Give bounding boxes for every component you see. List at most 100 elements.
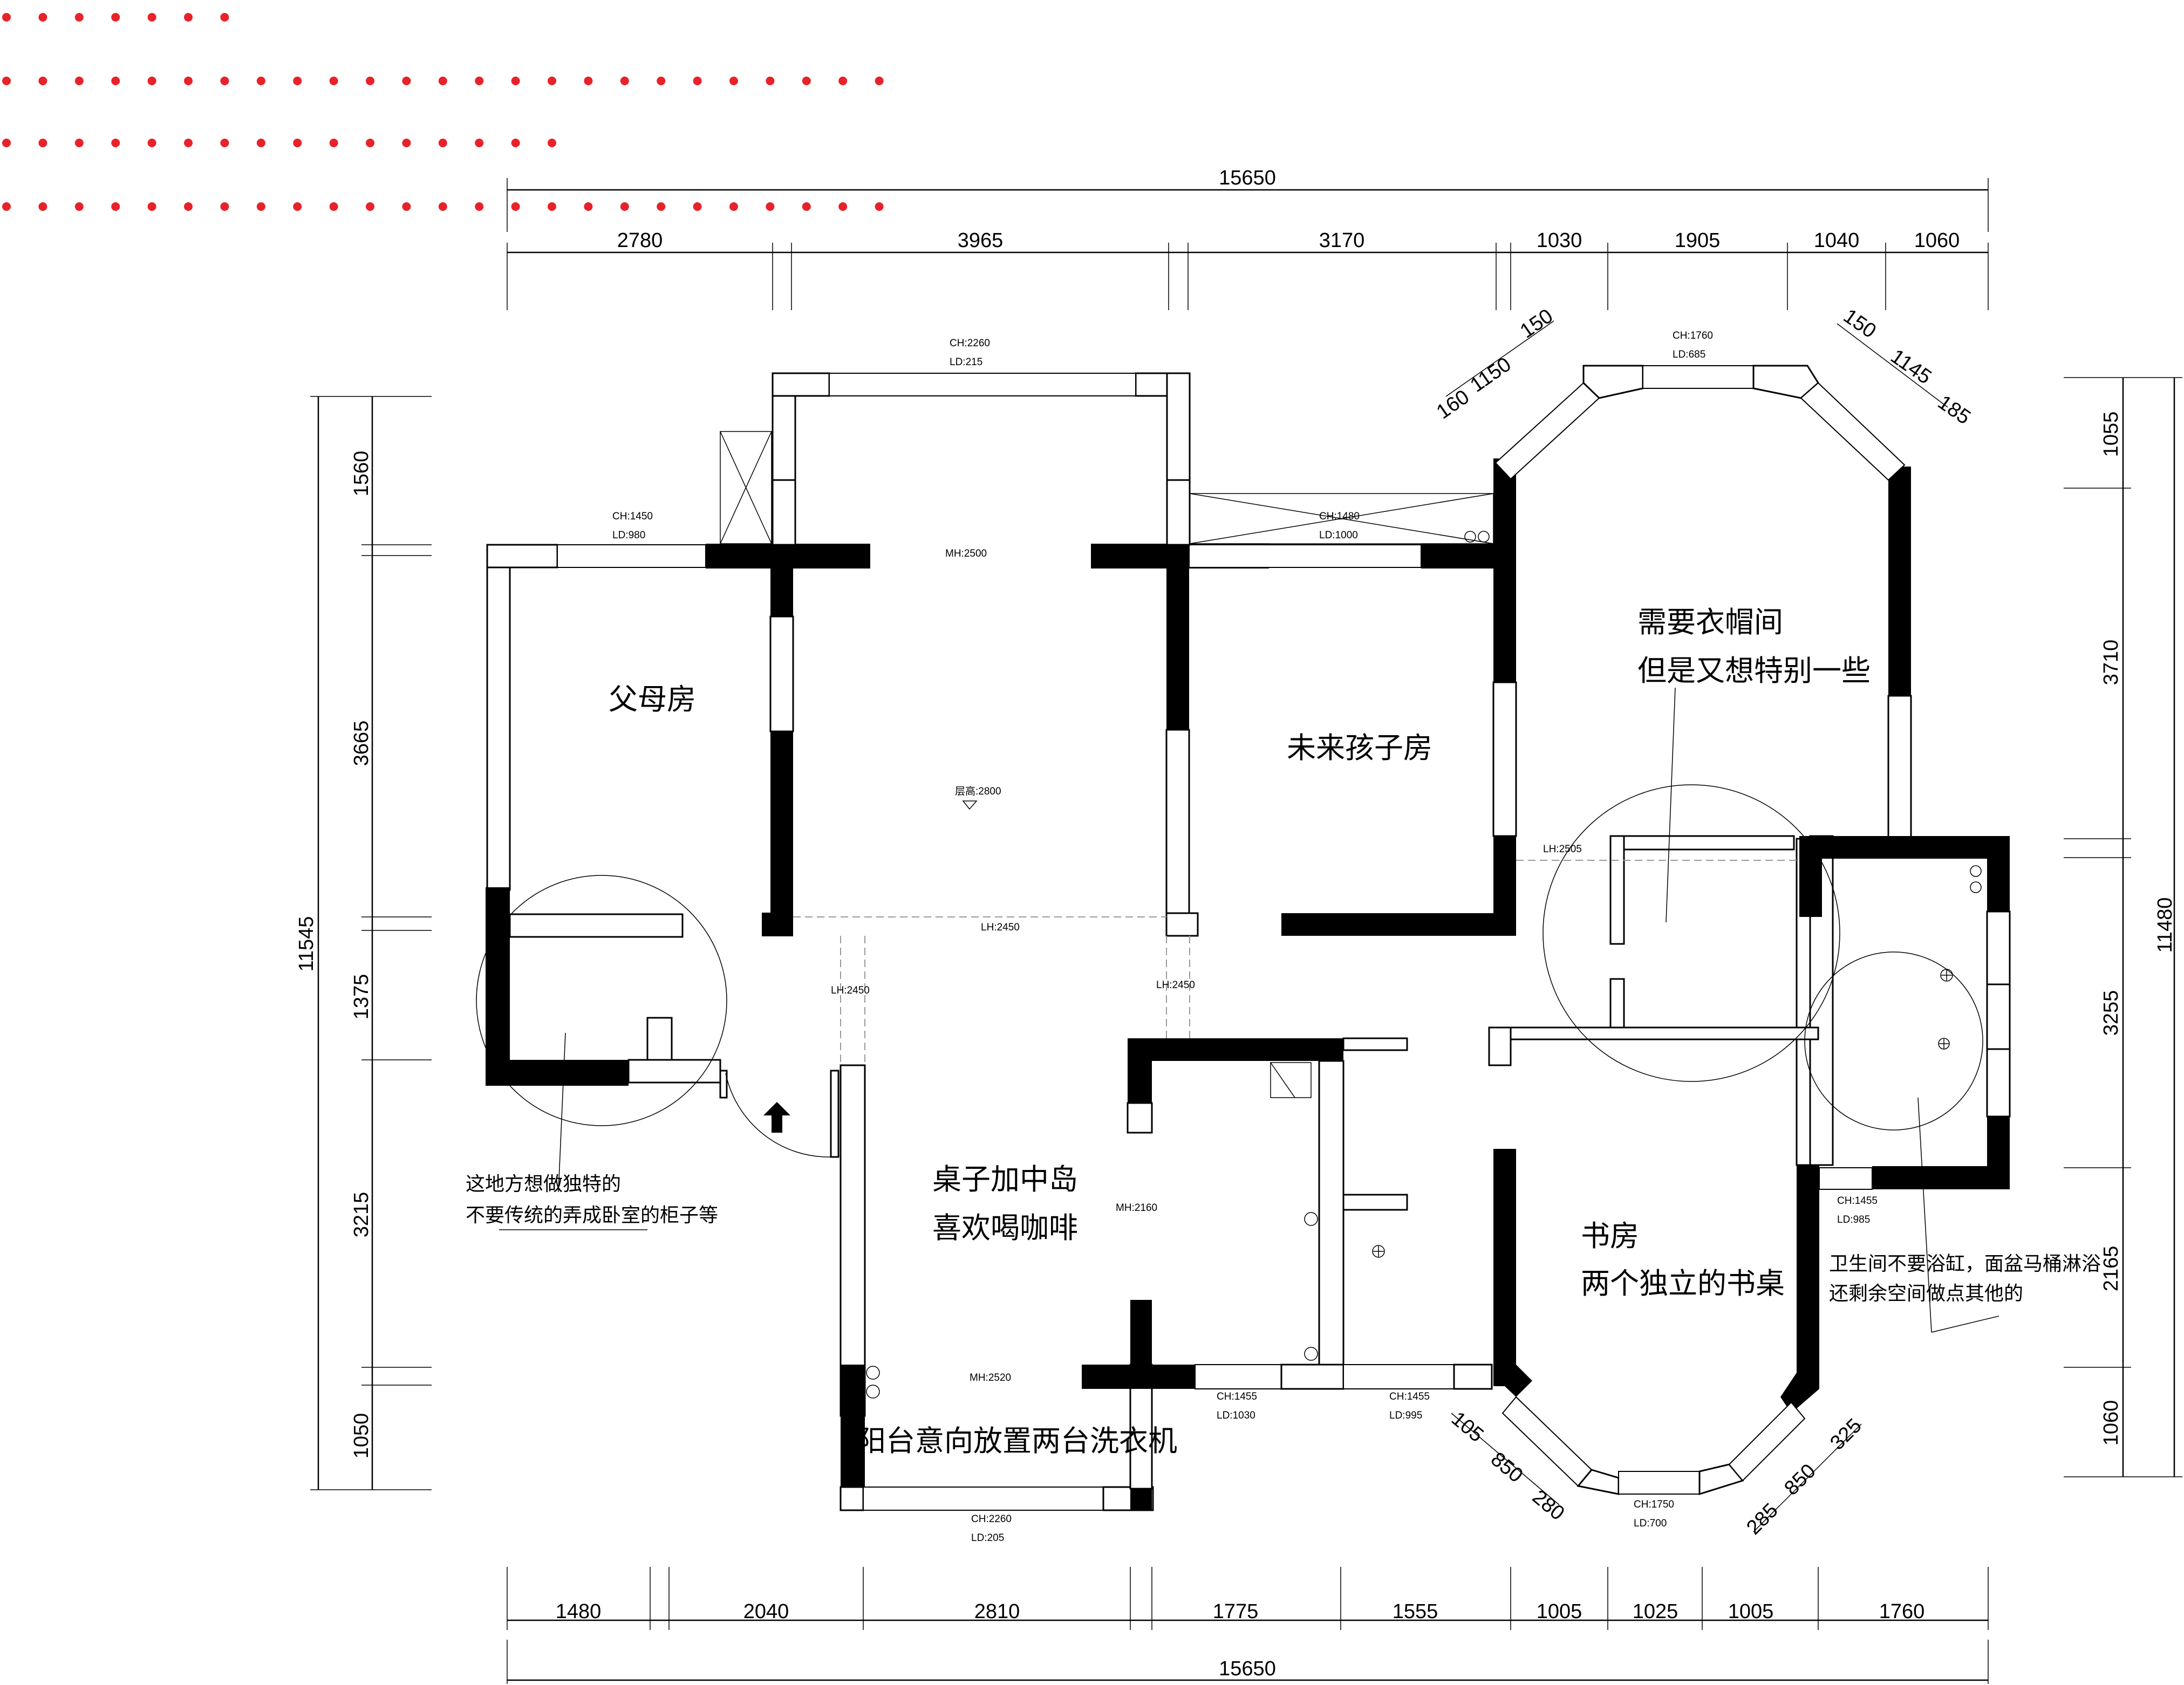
red-dot bbox=[147, 139, 156, 147]
red-dot bbox=[184, 77, 193, 85]
red-dot bbox=[366, 202, 374, 211]
decorative-red-dots bbox=[2, 13, 884, 211]
tag-win-balcony-b: LD:205 bbox=[971, 1532, 1004, 1544]
red-dot bbox=[220, 13, 229, 22]
dim-bottom-8: 1005 bbox=[1728, 1600, 1774, 1623]
dim-bay-tl-1: 160 bbox=[1432, 386, 1473, 424]
red-dot bbox=[402, 202, 411, 211]
room-labels: 父母房 未来孩子房 需要衣帽间 但是又想特别一些 桌子加中岛 喜欢喝咖啡 书房 … bbox=[609, 605, 1871, 1458]
dim-total-top: 15650 bbox=[1219, 167, 1276, 189]
red-dot bbox=[511, 202, 520, 211]
tag-win-balcony-a: CH:2260 bbox=[971, 1513, 1012, 1525]
red-dot bbox=[329, 77, 338, 85]
tag-bay-bottom-b: LD:700 bbox=[1634, 1518, 1667, 1529]
dim-bay-tl-2: 1150 bbox=[1466, 353, 1516, 397]
room-cloak-line1: 需要衣帽间 bbox=[1637, 605, 1783, 639]
red-dot bbox=[548, 77, 556, 85]
room-study-line1: 书房 bbox=[1581, 1219, 1639, 1253]
red-dot bbox=[438, 202, 447, 211]
red-dot bbox=[74, 139, 84, 147]
tag-win-parent-b: LD:980 bbox=[612, 530, 645, 541]
dim-top-3: 3170 bbox=[1319, 229, 1365, 252]
red-dot bbox=[147, 202, 156, 211]
dim-bottom-1: 1480 bbox=[556, 1600, 602, 1623]
red-dot bbox=[220, 77, 229, 85]
dim-bay-br-1: 285 bbox=[1742, 1499, 1783, 1539]
red-dot bbox=[548, 202, 556, 211]
dim-bay-tr-1: 150 bbox=[1839, 305, 1880, 343]
tag-win-bath-b: LD:985 bbox=[1837, 1214, 1870, 1225]
dim-bottom-2: 2040 bbox=[743, 1600, 789, 1623]
tag-mh-top: MH:2500 bbox=[945, 548, 987, 559]
dim-bay-br-3: 325 bbox=[1826, 1414, 1866, 1455]
dim-bottom-5: 1555 bbox=[1393, 1600, 1438, 1623]
tag-mh-balcony: MH:2520 bbox=[970, 1372, 1011, 1383]
dim-right-total: 11480 bbox=[2154, 898, 2176, 953]
dim-left-total: 11545 bbox=[295, 916, 318, 972]
red-dot bbox=[329, 139, 338, 147]
tag-lh-right: LH:2450 bbox=[1156, 980, 1195, 991]
dim-top-4: 1030 bbox=[1537, 229, 1582, 252]
fixtures bbox=[866, 531, 1982, 1399]
red-dot bbox=[584, 77, 593, 85]
red-dot bbox=[38, 202, 47, 211]
red-dot bbox=[838, 77, 848, 85]
tag-win-kitchen-a: CH:1455 bbox=[1217, 1391, 1257, 1402]
red-dot bbox=[74, 202, 84, 211]
openings bbox=[793, 860, 1797, 1065]
red-dot bbox=[766, 77, 775, 85]
dim-right-1: 1055 bbox=[2100, 412, 2122, 457]
note-wardrobe-line2: 不要传统的弄成卧室的柜子等 bbox=[466, 1204, 718, 1227]
dim-left-1: 1560 bbox=[350, 451, 373, 497]
entry-door bbox=[719, 1070, 840, 1158]
dim-top-7: 1060 bbox=[1914, 229, 1960, 252]
red-dot bbox=[729, 77, 738, 85]
red-dot bbox=[693, 202, 702, 211]
red-dot bbox=[74, 13, 84, 22]
red-dot bbox=[111, 139, 120, 147]
dim-top-1: 2780 bbox=[617, 229, 663, 252]
red-dot bbox=[766, 202, 775, 211]
dim-bay-bl-2: 850 bbox=[1486, 1448, 1527, 1487]
room-cloak-line2: 但是又想特别一些 bbox=[1637, 654, 1871, 688]
red-dot bbox=[38, 77, 47, 85]
dim-bottom-3: 2810 bbox=[974, 1600, 1020, 1623]
red-dot bbox=[184, 202, 193, 211]
tag-win-parent-a: CH:1450 bbox=[612, 511, 653, 522]
spec-tags: CH:2260 LD:215 CH:1450 LD:980 MH:2500 CH… bbox=[612, 330, 1878, 1544]
red-dot bbox=[366, 77, 374, 85]
red-dot bbox=[111, 202, 120, 211]
tag-win-top-b: LD:215 bbox=[950, 357, 982, 368]
red-dot bbox=[329, 202, 338, 211]
red-dot bbox=[184, 13, 193, 22]
tag-win-top-a: CH:2260 bbox=[950, 338, 990, 349]
tag-lh-corridor: LH:2450 bbox=[981, 922, 1020, 933]
red-dot bbox=[2, 139, 11, 147]
room-parents: 父母房 bbox=[609, 682, 696, 716]
tag-win-bath2-b: LD:995 bbox=[1389, 1410, 1422, 1421]
dim-bottom-6: 1005 bbox=[1537, 1600, 1582, 1623]
note-bath-line1: 卫生间不要浴缸，面盆马桶淋浴 bbox=[1829, 1253, 2101, 1275]
dim-bottom-7: 1025 bbox=[1633, 1600, 1678, 1623]
red-dot bbox=[111, 77, 120, 85]
tag-lh-left: LH:2450 bbox=[831, 985, 870, 996]
red-dot bbox=[875, 202, 884, 211]
dim-left-2: 3665 bbox=[350, 721, 373, 766]
tag-win-child-a: CH:1480 bbox=[1319, 511, 1360, 522]
red-dot bbox=[402, 77, 411, 85]
red-dot bbox=[256, 77, 265, 85]
dim-total-bottom: 15650 bbox=[1219, 1657, 1276, 1680]
red-dot bbox=[402, 139, 411, 147]
dim-bay-tl-3: 150 bbox=[1516, 305, 1557, 343]
red-dot bbox=[511, 77, 520, 85]
dim-right-4: 2165 bbox=[2100, 1246, 2122, 1292]
tag-win-bath2-a: CH:1455 bbox=[1389, 1391, 1430, 1402]
notes: 这地方想做独特的 不要传统的弄成卧室的柜子等 卫生间不要浴缸，面盆马桶淋浴 还剩… bbox=[466, 1173, 2101, 1305]
dim-right-3: 3255 bbox=[2100, 990, 2122, 1036]
red-dot bbox=[256, 202, 265, 211]
tag-bay-top-a: CH:1760 bbox=[1673, 330, 1713, 341]
red-dot bbox=[293, 77, 302, 85]
red-dot bbox=[147, 13, 156, 22]
room-child: 未来孩子房 bbox=[1287, 731, 1432, 765]
